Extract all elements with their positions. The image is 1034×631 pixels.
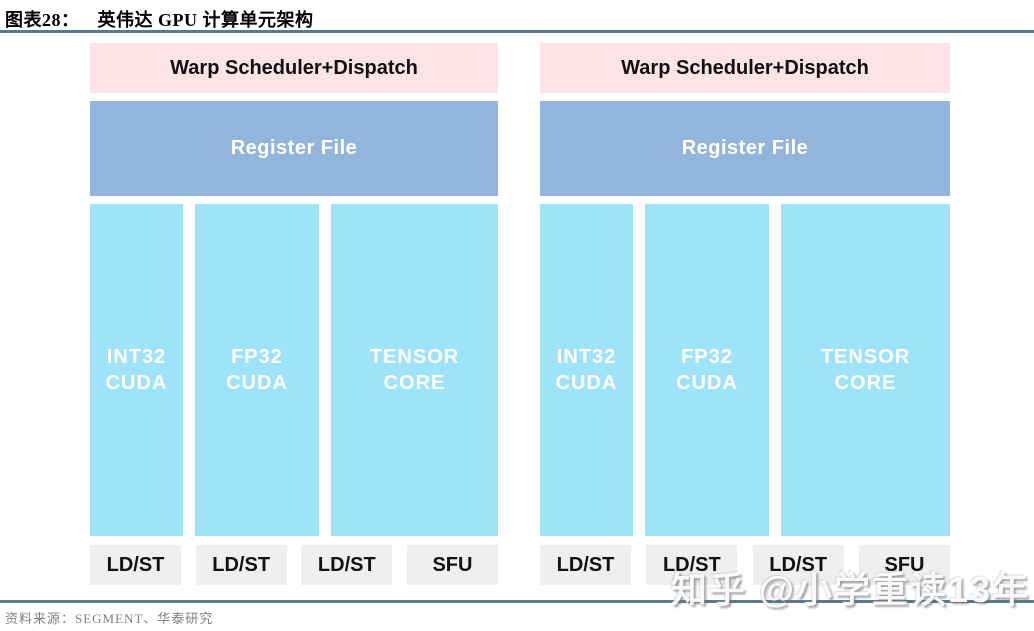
core-label-line1: FP32 — [681, 346, 733, 368]
fp32-cuda-core: FP32 CUDA — [195, 204, 319, 536]
sfu-unit: SFU — [406, 545, 498, 585]
warp-scheduler-bar: Warp Scheduler+Dispatch — [540, 43, 950, 93]
footer-rule — [0, 600, 1034, 603]
core-label-line2: CORE — [383, 372, 446, 394]
core-label-line1: INT32 — [556, 346, 617, 368]
int32-cuda-core: INT32 CUDA — [540, 204, 633, 536]
ldst-unit: LD/ST — [752, 545, 844, 585]
ldst-unit: LD/ST — [646, 545, 738, 585]
sfu-unit: SFU — [858, 545, 950, 585]
ldst-unit: LD/ST — [195, 545, 287, 585]
core-label-line2: CUDA — [226, 372, 288, 394]
core-label-line1: INT32 — [106, 346, 167, 368]
register-file-bar: Register File — [540, 101, 950, 196]
core-label-line1: TENSOR — [820, 346, 911, 368]
load-store-units-row: LD/ST LD/ST LD/ST SFU — [540, 545, 950, 585]
core-label-line2: CORE — [834, 372, 897, 394]
source-citation: 资料来源：SEGMENT、华泰研究 — [5, 611, 214, 626]
core-label-line1: FP32 — [231, 346, 283, 368]
tensor-core: TENSOR CORE — [331, 204, 498, 536]
core-label-line2: CUDA — [676, 372, 738, 394]
figure-title-text: 英伟达 GPU 计算单元架构 — [97, 10, 314, 30]
core-label-line2: CUDA — [555, 372, 618, 394]
tensor-core: TENSOR CORE — [781, 204, 950, 536]
title-underline-rule — [0, 30, 1034, 33]
sm-block-left: Warp Scheduler+Dispatch Register File IN… — [90, 43, 498, 585]
ldst-unit: LD/ST — [540, 545, 631, 585]
ldst-unit: LD/ST — [301, 545, 393, 585]
fp32-cuda-core: FP32 CUDA — [645, 204, 769, 536]
core-label-line1: TENSOR — [369, 346, 460, 368]
core-columns-row: INT32 CUDA FP32 CUDA TENSOR CORE — [90, 204, 498, 536]
figure-number-label: 图表28： — [5, 10, 80, 30]
warp-scheduler-bar: Warp Scheduler+Dispatch — [90, 43, 498, 93]
figure-title: 图表28： 英伟达 GPU 计算单元架构 — [5, 6, 314, 32]
ldst-unit: LD/ST — [90, 545, 181, 585]
core-columns-row: INT32 CUDA FP32 CUDA TENSOR CORE — [540, 204, 950, 536]
int32-cuda-core: INT32 CUDA — [90, 204, 183, 536]
load-store-units-row: LD/ST LD/ST LD/ST SFU — [90, 545, 498, 585]
register-file-bar: Register File — [90, 101, 498, 196]
core-label-line2: CUDA — [105, 372, 168, 394]
sm-block-right: Warp Scheduler+Dispatch Register File IN… — [540, 43, 950, 585]
